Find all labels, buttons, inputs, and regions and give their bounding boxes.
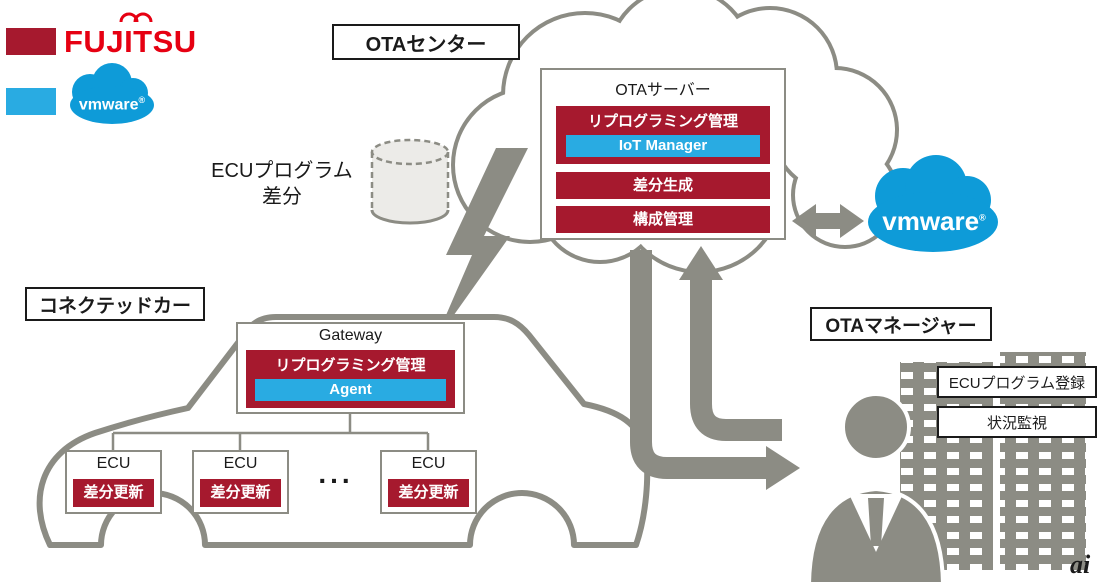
ecu-title: ECU xyxy=(223,455,258,472)
ota-server-box: OTAサーバー リプログラミング管理 IoT Manager 差分生成 構成管理 xyxy=(540,68,786,240)
ecu-title: ECU xyxy=(96,455,131,472)
vmware-legend-swatch xyxy=(6,88,56,115)
gateway-reprogramming-module: リプログラミング管理 Agent xyxy=(246,350,455,408)
gateway-box: Gateway リプログラミング管理 Agent xyxy=(236,322,465,414)
agent-module: Agent xyxy=(255,379,446,401)
gateway-reprogramming-label: リプログラミング管理 xyxy=(275,357,426,374)
vmware-logo-small-text: vmware xyxy=(78,96,139,114)
fujitsu-logo-mark-icon xyxy=(119,12,153,23)
ecu-program-diff-line2: 差分 xyxy=(262,186,302,208)
ota-server-title: OTAサーバー xyxy=(615,82,711,99)
diff-update-module: 差分更新 xyxy=(388,479,469,507)
gateway-title: Gateway xyxy=(318,327,383,344)
config-management-module: 構成管理 xyxy=(556,206,770,233)
server-reprogramming-module: リプログラミング管理 IoT Manager xyxy=(556,106,770,164)
site-watermark: ai xyxy=(1070,550,1091,579)
fujitsu-legend-swatch xyxy=(6,28,56,55)
database-cylinder-icon xyxy=(370,138,450,225)
vmware-logo-large-reg: ® xyxy=(979,212,986,223)
diff-update-module: 差分更新 xyxy=(200,479,281,507)
diff-update-module: 差分更新 xyxy=(73,479,154,507)
manager-to-server-arrow xyxy=(679,246,782,441)
bidirectional-arrow-icon xyxy=(792,204,864,238)
server-reprogramming-label: リプログラミング管理 xyxy=(587,113,738,130)
vmware-logo-large-text: vmware xyxy=(882,206,980,236)
ota-manager-label: OTAマネージャー xyxy=(810,307,992,341)
fujitsu-logo: FUJITSU xyxy=(64,24,197,59)
person-icon xyxy=(806,392,946,584)
server-to-manager-arrow xyxy=(630,250,800,490)
ecu-box-2: ECU 差分更新 xyxy=(192,450,289,514)
car-outline-icon xyxy=(36,314,651,548)
ecu-program-diff-label: ECUプログラム 差分 xyxy=(198,158,366,210)
ecu-box-1: ECU 差分更新 xyxy=(65,450,162,514)
ota-center-label: OTAセンター xyxy=(332,24,520,60)
ecu-registration-box: ECUプログラム登録 xyxy=(937,366,1097,398)
status-monitoring-box: 状況監視 xyxy=(937,406,1097,438)
ecu-title: ECU xyxy=(411,455,446,472)
ecu-program-diff-line1: ECUプログラム xyxy=(211,160,353,182)
ecu-connector-lines xyxy=(111,414,430,451)
vmware-logo-small-reg: ® xyxy=(138,95,146,105)
vmware-logo-large: vmware® xyxy=(872,206,996,237)
diff-generation-module: 差分生成 xyxy=(556,172,770,199)
vmware-cloud-logo xyxy=(868,155,998,252)
ecu-box-3: ECU 差分更新 xyxy=(380,450,477,514)
connected-car-label: コネクテッドカー xyxy=(25,287,205,321)
lightning-bolt-icon xyxy=(434,148,528,343)
vmware-logo-small: vmware® xyxy=(70,95,154,114)
vmware-cloud-logo-small xyxy=(70,63,154,124)
ecu-ellipsis: ... xyxy=(318,458,354,489)
iot-manager-module: IoT Manager xyxy=(566,135,760,157)
